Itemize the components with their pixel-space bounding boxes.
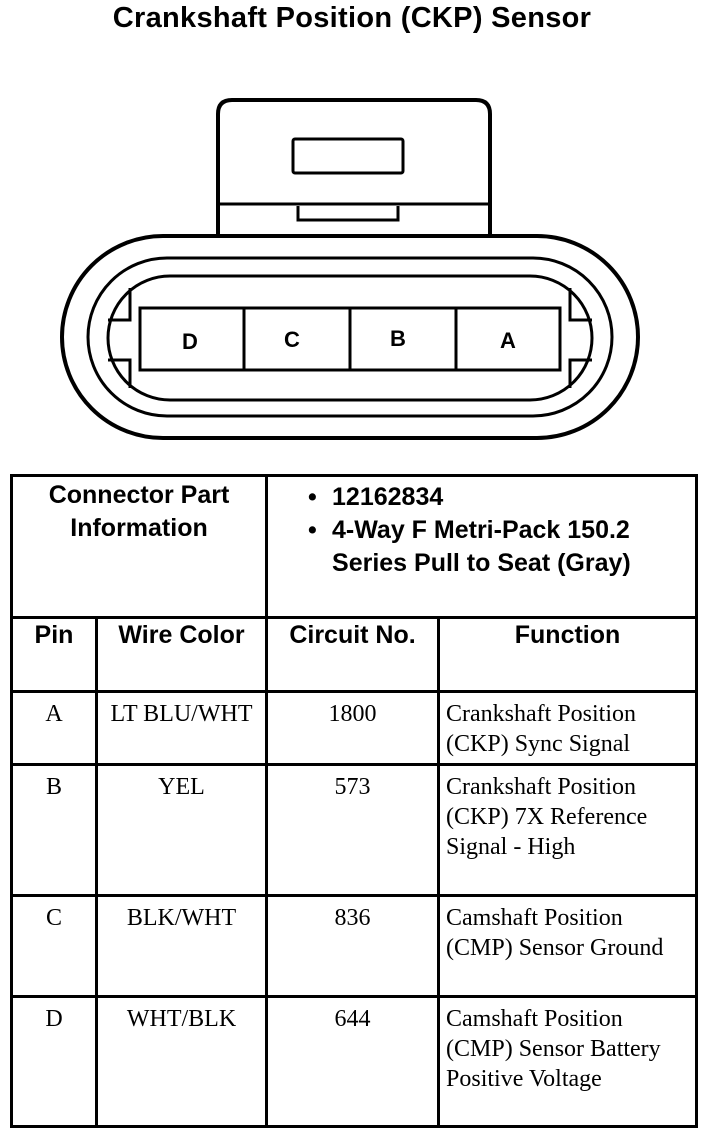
table-row: D WHT/BLK 644 Camshaft Position (CMP) Se… <box>10 995 699 1128</box>
row-wire-color: LT BLU/WHT <box>94 690 269 766</box>
part-info-row: Connector Part Information 12162834 4-Wa… <box>9 474 699 619</box>
row-function: Camshaft Position (CMP) Sensor Battery P… <box>437 995 699 1128</box>
row-circuit: 836 <box>265 894 441 998</box>
table-row: C BLK/WHT 836 Camshaft Position (CMP) Se… <box>10 894 699 998</box>
table-row: B YEL 573 Crankshaft Position (CKP) 7X R… <box>10 763 699 897</box>
connector-inner-shell <box>86 256 614 418</box>
row-pin: D <box>10 995 98 1128</box>
row-wire-color: YEL <box>94 763 269 897</box>
row-pin: B <box>10 763 98 897</box>
latch-slot <box>291 137 405 175</box>
pin-label-c: C <box>284 327 300 352</box>
row-pin: C <box>10 894 98 998</box>
row-function: Camshaft Position (CMP) Sensor Ground <box>437 894 699 998</box>
row-function: Crankshaft Position (CKP) Sync Signal <box>437 690 699 766</box>
row-circuit: 573 <box>265 763 441 897</box>
page-title: Crankshaft Position (CKP) Sensor <box>112 2 592 34</box>
header-pin: Pin <box>10 616 98 693</box>
pin-label-a: A <box>500 328 516 353</box>
table-row: A LT BLU/WHT 1800 Crankshaft Position (C… <box>10 690 699 766</box>
row-circuit: 644 <box>265 995 441 1128</box>
part-number: 12162834 <box>308 481 695 514</box>
header-wire-color: Wire Color <box>94 616 269 693</box>
header-function: Function <box>437 616 699 693</box>
row-circuit: 1800 <box>265 690 441 766</box>
connector-latch <box>216 98 492 236</box>
row-wire-color: WHT/BLK <box>94 995 269 1128</box>
row-pin: A <box>10 690 98 766</box>
connector-info-table: Connector Part Information 12162834 4-Wa… <box>9 474 699 1128</box>
row-function: Crankshaft Position (CKP) 7X Reference S… <box>437 763 699 897</box>
pin-label-d: D <box>182 329 198 354</box>
pin-label-b: B <box>390 326 406 351</box>
header-circuit: Circuit No. <box>265 616 441 693</box>
connector-diagram: D C B A <box>60 98 640 440</box>
part-description: 4-Way F Metri-Pack 150.2 Series Pull to … <box>308 514 695 580</box>
table-header-row: Pin Wire Color Circuit No. Function <box>10 616 699 693</box>
part-info-label: Connector Part Information <box>9 474 269 619</box>
part-info-values: 12162834 4-Way F Metri-Pack 150.2 Series… <box>265 474 699 619</box>
row-wire-color: BLK/WHT <box>94 894 269 998</box>
